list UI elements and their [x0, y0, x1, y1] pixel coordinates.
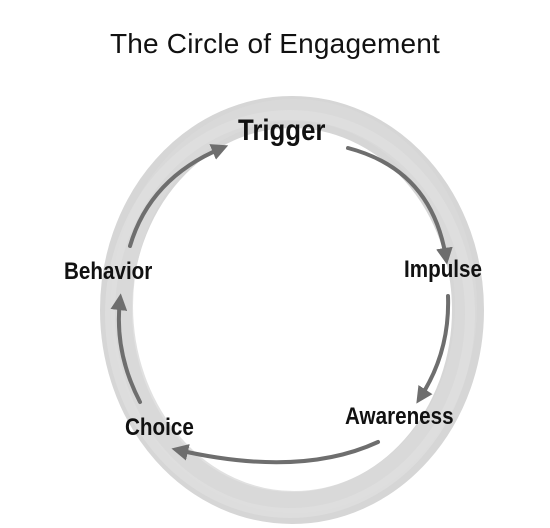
stage-label-choice: Choice [125, 414, 194, 441]
cycle-ring [100, 96, 484, 524]
arrow-awareness-to-choice [171, 440, 380, 465]
stage-label-behavior: Behavior [64, 258, 153, 285]
arrow-behavior-to-trigger [128, 144, 229, 248]
stage-label-trigger: Trigger [238, 114, 326, 147]
diagram-title: The Circle of Engagement [109, 28, 441, 59]
arrow-trigger-to-impulse [346, 146, 453, 265]
stage-label-awareness: Awareness [345, 403, 454, 430]
arrow-impulse-to-awareness [416, 294, 451, 404]
arrow-choice-to-behavior [110, 293, 142, 404]
stage-label-impulse: Impulse [404, 256, 483, 283]
